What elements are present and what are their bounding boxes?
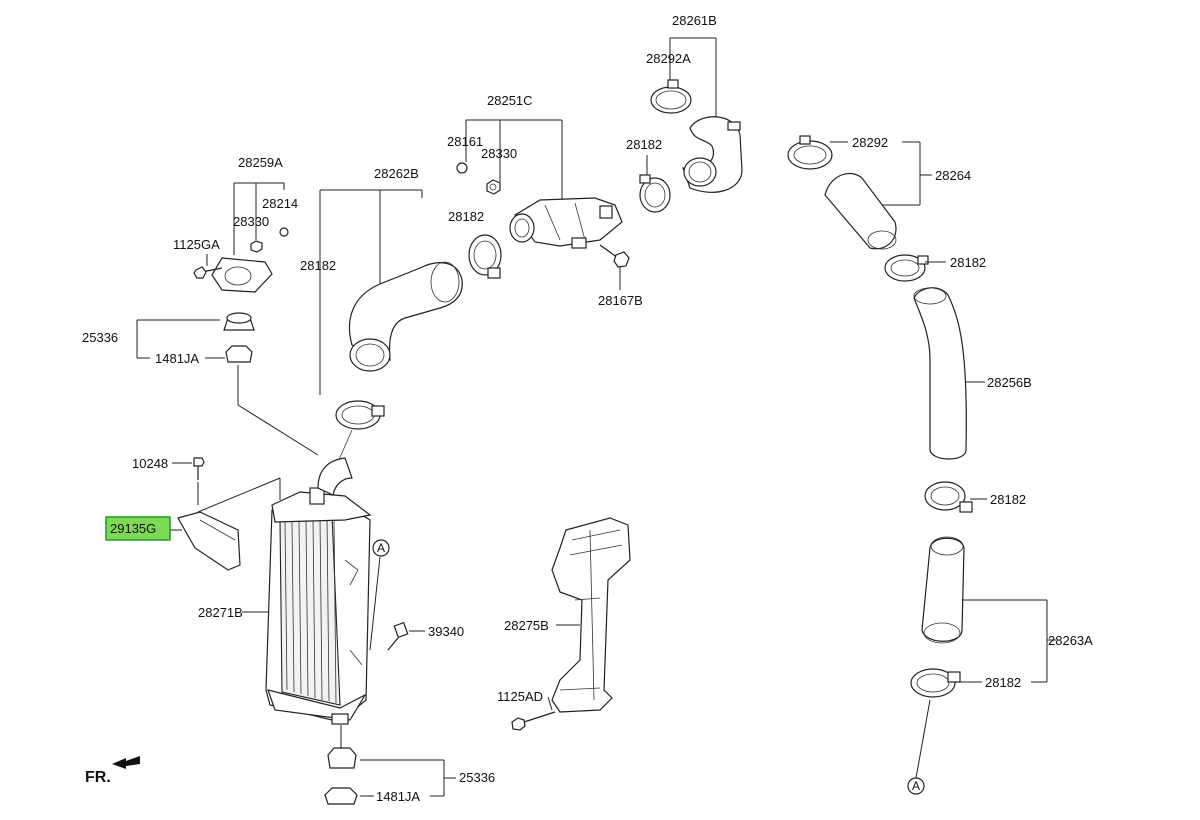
- bolt-28167B: [599, 244, 630, 268]
- leader-28263A: [962, 599, 1056, 683]
- clamp-28182-right-upper: [884, 254, 929, 282]
- label-25336-lower[interactable]: 25336: [459, 770, 495, 785]
- pipe-28256B: [913, 287, 967, 460]
- bolt-1125AD: [511, 711, 556, 731]
- label-39340[interactable]: 39340: [428, 624, 464, 639]
- clamp-28182-mid: [468, 234, 502, 279]
- ref-A-lower[interactable]: A: [912, 779, 920, 793]
- label-1125AD[interactable]: 1125AD: [497, 689, 543, 704]
- screw-28161: [456, 162, 468, 174]
- leader-28259A: [233, 182, 285, 255]
- label-28251C[interactable]: 28251C: [487, 93, 533, 108]
- label-28214[interactable]: 28214: [262, 196, 298, 211]
- label-28330-upper[interactable]: 28330: [481, 146, 517, 161]
- leader-25336-lower: [360, 759, 456, 797]
- grommet-25336-upper: [223, 312, 255, 331]
- front-arrow-icon: [112, 756, 140, 769]
- leader-28262B: [319, 189, 423, 395]
- sensor-39340: [387, 621, 409, 651]
- screw-10248: [193, 457, 205, 480]
- label-28259A[interactable]: 28259A: [238, 155, 283, 170]
- clamp-28292: [787, 135, 833, 170]
- bracket-29135G: [177, 511, 241, 571]
- ref-circle-A-upper: [372, 539, 390, 557]
- label-28182-upper[interactable]: 28182: [626, 137, 662, 152]
- ref-A-upper[interactable]: A: [377, 541, 385, 555]
- label-28292A[interactable]: 28292A: [646, 51, 691, 66]
- clamp-28182-right-mid: [924, 481, 973, 513]
- clamp-28292A: [650, 79, 692, 114]
- leader-28261B: [669, 37, 717, 118]
- hose-28264: [824, 173, 897, 250]
- label-28256B[interactable]: 28256B: [987, 375, 1032, 390]
- label-28167B[interactable]: 28167B: [598, 293, 643, 308]
- label-28330-left[interactable]: 28330: [233, 214, 269, 229]
- leader-28251C: [465, 119, 563, 205]
- label-28182-mid[interactable]: 28182: [448, 209, 484, 224]
- elbow-hose-28261B: [682, 116, 743, 193]
- bracket-28259A: [211, 257, 273, 293]
- ref-circle-A-lower: [907, 777, 925, 795]
- label-28261B[interactable]: 28261B: [672, 13, 717, 28]
- label-25336-upper[interactable]: 25336: [82, 330, 118, 345]
- label-28263A[interactable]: 28263A: [1048, 633, 1093, 648]
- clamp-28182-right-lower: [910, 668, 961, 698]
- leader-25336-upper: [136, 319, 225, 359]
- clamp-28182-left: [335, 400, 385, 430]
- leader-28264: [830, 141, 932, 206]
- nut-28330-upper: [486, 179, 501, 195]
- highlight-box-29135G[interactable]: [105, 516, 171, 541]
- label-28161[interactable]: 28161: [447, 134, 483, 149]
- label-28182-right-mid[interactable]: 28182: [990, 492, 1026, 507]
- label-10248[interactable]: 10248: [132, 456, 168, 471]
- screw-28214: [279, 227, 289, 237]
- hose-28262B: [348, 261, 463, 372]
- label-28182-left[interactable]: 28182: [300, 258, 336, 273]
- label-28275B[interactable]: 28275B: [504, 618, 549, 633]
- label-1125GA[interactable]: 1125GA: [173, 237, 220, 252]
- bolt-1125GA: [193, 266, 223, 279]
- label-28271B[interactable]: 28271B: [198, 605, 243, 620]
- front-direction-label: FR.: [85, 769, 111, 786]
- label-29135G[interactable]: 29135G: [110, 521, 156, 536]
- intake-pipe-28251C: [509, 197, 623, 249]
- label-28182-right-upper[interactable]: 28182: [950, 255, 986, 270]
- grommet-25336-lower: [327, 747, 357, 769]
- air-guide-28275B: [551, 517, 631, 713]
- nut-28330-left: [250, 240, 263, 253]
- hose-28263A: [921, 536, 965, 644]
- grommet-1481JA-lower: [324, 787, 358, 805]
- label-28262B[interactable]: 28262B: [374, 166, 419, 181]
- grommet-1481JA-upper: [225, 345, 253, 363]
- label-1481JA-upper[interactable]: 1481JA: [155, 351, 199, 366]
- label-28292[interactable]: 28292: [852, 135, 888, 150]
- label-28264[interactable]: 28264: [935, 168, 971, 183]
- intercooler-28271B: [265, 457, 372, 725]
- clamp-28182-upper: [639, 174, 671, 213]
- label-1481JA-lower[interactable]: 1481JA: [376, 789, 420, 804]
- label-28182-right-lower[interactable]: 28182: [985, 675, 1021, 690]
